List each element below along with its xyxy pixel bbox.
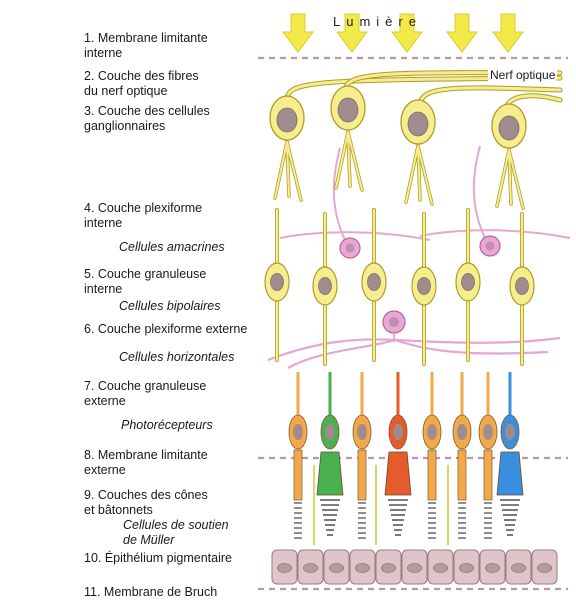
label-bruch-membrane: 11. Membrane de Bruch [84,585,217,600]
label-pigment-epithelium: 10. Épithélium pigmentaire [84,551,232,566]
label-inner-nuclear-layer: 5. Couche granuleuse interne [84,267,206,297]
label-horizontal-cells: Cellules horizontales [119,350,234,365]
label-inner-plexiform-layer: 4. Couche plexiforme interne [84,201,202,231]
label-external-limiting-membrane: 8. Membrane limitante externe [84,448,208,478]
label-photoreceptors: Photorécepteurs [121,418,213,433]
label-outer-plexiform-layer: 6. Couche plexiforme externe [84,322,247,337]
label-amacrine-cells: Cellules amacrines [119,240,225,255]
label-muller-cells: Cellules de soutien de Müller [123,518,229,548]
label-internal-limiting-membrane: 1. Membrane limitante interne [84,31,208,61]
label-nerve-fiber-layer: 2. Couche des fibres du nerf optique [84,69,199,99]
label-outer-nuclear-layer: 7. Couche granuleuse externe [84,379,206,409]
label-bipolar-cells: Cellules bipolaires [119,299,220,314]
label-rods-cones-layer: 9. Couches des cônes et bâtonnets [84,488,208,518]
label-ganglion-cell-layer: 3. Couche des cellules ganglionnaires [84,104,210,134]
